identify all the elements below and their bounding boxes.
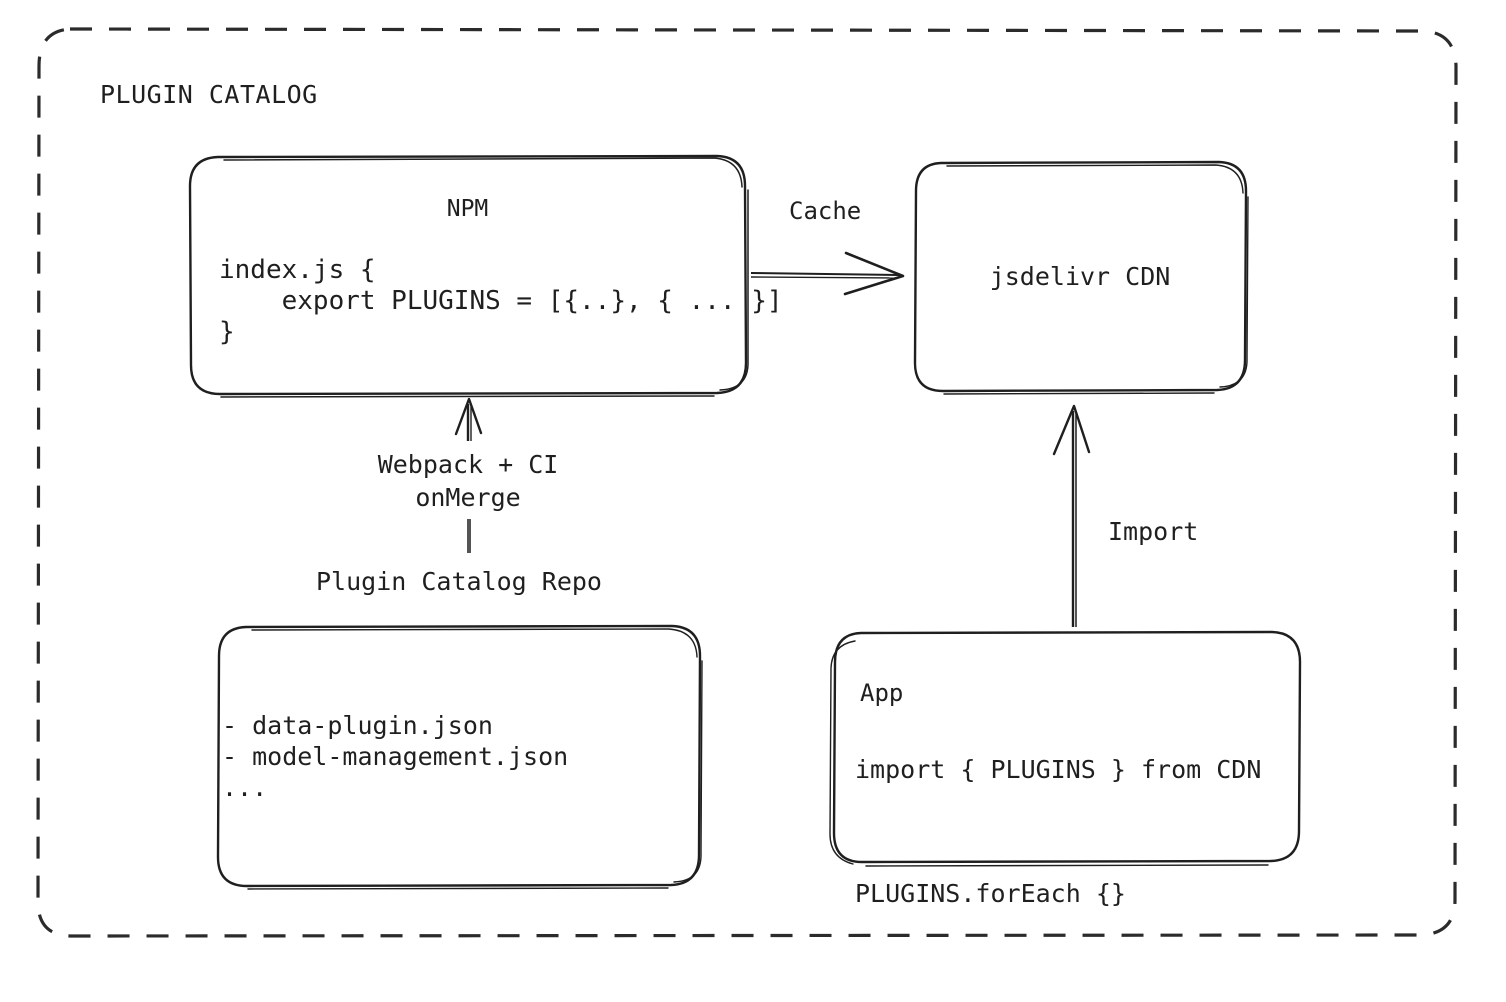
plugin-catalog-title: PLUGIN CATALOG (100, 80, 318, 109)
app-box-code: import { PLUGINS } from CDN PLUGINS.forE… (855, 755, 1262, 908)
cdn-box-title: jsdelivr CDN (989, 262, 1171, 291)
repo-box-file-list: - data-plugin.json - model-management.js… (222, 711, 569, 802)
repo-box-caption: Plugin Catalog Repo (316, 567, 602, 596)
app-box-title: App (860, 679, 904, 707)
arrow-label-build: Webpack + CI onMerge (377, 450, 559, 512)
arrow-label-cache: Cache (789, 197, 862, 225)
npm-box-code: index.js { export PLUGINS = [{..}, { ...… (219, 255, 783, 347)
arrow-import (1052, 404, 1091, 627)
npm-box-title: NPM (446, 196, 489, 222)
arrow-label-import: Import (1108, 517, 1199, 546)
